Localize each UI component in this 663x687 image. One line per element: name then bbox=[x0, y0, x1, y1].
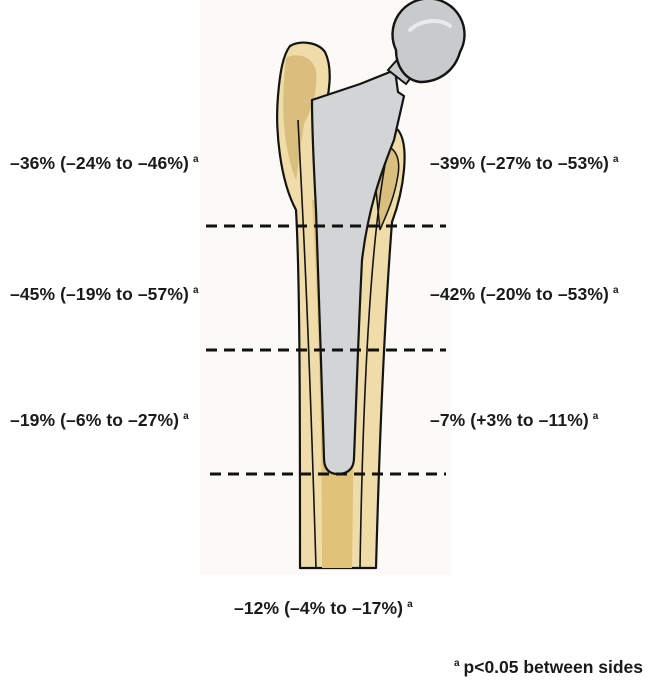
significance-marker: a bbox=[183, 411, 189, 422]
zone-value: –45% (–19% to –57%) bbox=[10, 284, 189, 304]
zone-value: –7% (+3% to –11%) bbox=[430, 410, 589, 430]
zone-label-left-proximal: –36% (–24% to –46%) a bbox=[10, 153, 199, 174]
zone-label-bottom: –12% (–4% to –17%) a bbox=[234, 598, 413, 619]
femoral-head bbox=[393, 0, 465, 82]
footnote-text: p<0.05 between sides bbox=[464, 657, 643, 677]
zone-value: –36% (–24% to –46%) bbox=[10, 153, 189, 173]
zone-label-right-distal: –7% (+3% to –11%) a bbox=[430, 410, 598, 431]
zone-value: –19% (–6% to –27%) bbox=[10, 410, 179, 430]
significance-marker: a bbox=[613, 285, 619, 296]
significance-marker: a bbox=[193, 285, 199, 296]
significance-marker: a bbox=[193, 154, 199, 165]
zone-value: –42% (–20% to –53%) bbox=[430, 284, 609, 304]
zone-label-left-middle: –45% (–19% to –57%) a bbox=[10, 284, 199, 305]
zone-label-right-proximal: –39% (–27% to –53%) a bbox=[430, 153, 619, 174]
zone-label-left-distal: –19% (–6% to –27%) a bbox=[10, 410, 189, 431]
footnote-marker: a bbox=[454, 658, 460, 669]
significance-marker: a bbox=[593, 411, 599, 422]
significance-marker: a bbox=[407, 599, 413, 610]
zone-value: –39% (–27% to –53%) bbox=[430, 153, 609, 173]
footnote: a p<0.05 between sides bbox=[454, 657, 643, 678]
zone-label-right-middle: –42% (–20% to –53%) a bbox=[430, 284, 619, 305]
significance-marker: a bbox=[613, 154, 619, 165]
zone-value: –12% (–4% to –17%) bbox=[234, 598, 403, 618]
